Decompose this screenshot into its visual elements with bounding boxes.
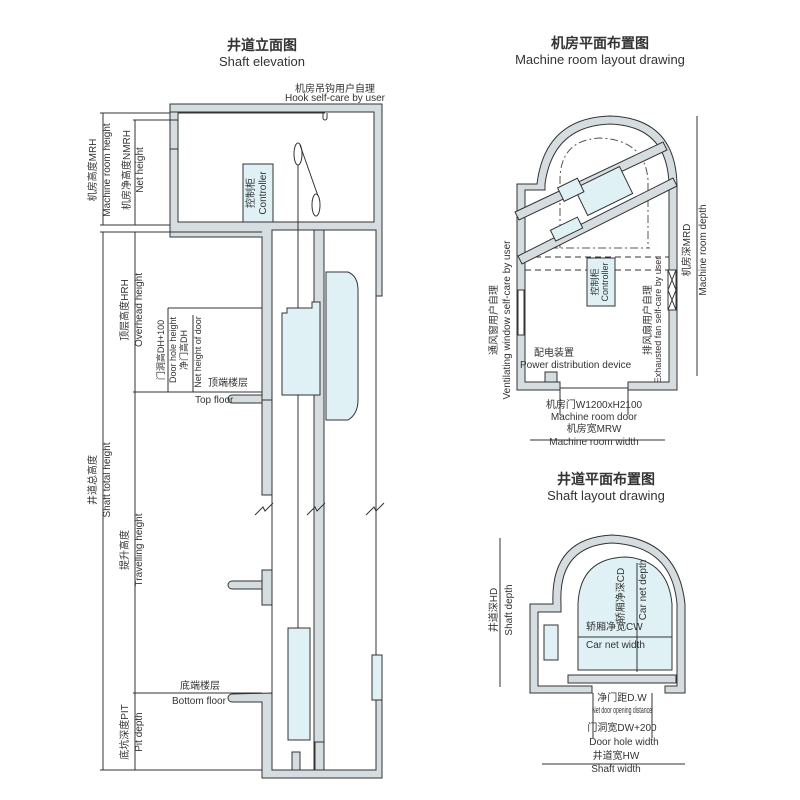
sheave-swing-envelope: [559, 137, 649, 248]
exhaust-fan: [667, 269, 677, 311]
controller-label-cn: 控制柜: [244, 178, 257, 208]
hd-cn: 井道深HD: [487, 588, 500, 632]
shaft-layout: 井道平面布置图 Shaft layout drawing 轿厢净深CD Car …: [487, 471, 686, 775]
dhw-cn: 门洞宽DW+200: [587, 721, 657, 734]
rope: [299, 144, 319, 197]
machine-room-wall-stub: [169, 111, 179, 150]
hw-en: Shaft width: [591, 764, 640, 775]
machine-beam: [517, 177, 678, 265]
hrh-cn: 顶层高度HRH: [118, 279, 131, 341]
bottom-floor-cn: 底端楼层: [180, 679, 220, 692]
mr-controller-en: Controller: [600, 262, 610, 301]
ndh-cn: 净门高DH: [178, 330, 189, 370]
nmrh-en: Net height: [135, 147, 146, 193]
mrw-cn: 机房宽MRW: [567, 422, 622, 435]
dh-en: Door hole height: [168, 316, 178, 383]
shaft-left-wall-mid: [261, 569, 273, 606]
car-plan: [577, 556, 673, 671]
break-mark: [254, 502, 274, 516]
travel-height-en: Travelling height: [134, 513, 145, 586]
cd-en: Car net depth: [638, 560, 649, 621]
mrh-cn: 机房高度MRH: [86, 139, 99, 202]
mrd-cn: 机房深MRD: [680, 224, 693, 277]
dhw-en: Door hole width: [589, 737, 658, 748]
travel-height-cn: 提升高度: [118, 530, 131, 570]
shaft-layout-title-cn: 井道平面布置图: [557, 471, 655, 487]
dh-cn: 门洞高DH+100: [155, 320, 166, 380]
shaft-elevation-title-en: Shaft elevation: [219, 54, 305, 69]
car-sill: [567, 674, 677, 684]
total-height-en: Shaft total height: [102, 442, 113, 517]
car-door: [325, 271, 359, 421]
hook-label-cn: 机房吊钩用户自理: [295, 82, 375, 95]
controller-label-en: Controller: [258, 171, 269, 215]
pit-buffer: [314, 741, 325, 771]
machine-room-title-en: Machine room layout drawing: [515, 52, 685, 67]
hook-icon: [322, 113, 328, 121]
pit-en: Pit depth: [134, 712, 145, 751]
top-floor-slab: [227, 394, 263, 404]
top-floor-en: Top floor: [195, 395, 234, 406]
mr-door-cn: 机房门W1200xH2100: [546, 398, 643, 411]
mrh-en: Machine room height: [102, 123, 113, 217]
cw-cn: 轿厢净宽CW: [586, 620, 643, 633]
break-mark: [365, 502, 385, 516]
window-cn: 通风窗用户自理: [487, 285, 500, 355]
shaft-elevation: 井道立面图 Shaft elevation 机房吊钩用户自理 Hook self…: [86, 37, 386, 779]
shaft-left-wall-upper: [261, 399, 273, 496]
shaft-elevation-title-cn: 井道立面图: [227, 37, 297, 53]
machine-room-layout: 机房平面布置图 Machine room layout drawing 控制柜 …: [487, 35, 709, 448]
ndh-en: Net height of door: [193, 316, 203, 388]
window-en: Ventilating window self-care by user: [502, 240, 513, 400]
dw-cn: 净门距D.W: [597, 691, 647, 704]
counterweight-plan: [543, 624, 559, 661]
top-floor-cn: 顶端楼层: [208, 376, 248, 389]
shaft-layout-title-en: Shaft layout drawing: [547, 488, 665, 503]
fan-en: Exhausted fan self-care by user: [653, 257, 663, 384]
power-distribution-box: [544, 371, 558, 383]
pit-cn: 底坑深度PIT: [118, 704, 131, 760]
controller-cabinet-plan: [586, 257, 616, 307]
dw-en: Net door opening distance: [592, 705, 652, 715]
elevator-car: [281, 301, 321, 396]
deflector-sheave: [311, 193, 321, 217]
fan-icon: [667, 269, 677, 311]
mrw-en: Machine room width: [549, 437, 638, 448]
bottom-floor-en: Bottom floor: [172, 696, 227, 707]
nmrh-cn: 机房净高度NMRH: [120, 130, 133, 210]
pit-buffer: [291, 751, 301, 771]
cw-en: Car net width: [586, 640, 645, 651]
total-height-cn: 井道总高度: [86, 455, 99, 505]
shaft-plan-wall: [529, 534, 686, 694]
cd-cn: 轿厢净深CD: [614, 568, 627, 622]
mrd-en: Machine room depth: [698, 204, 709, 295]
power-cn: 配电装置: [534, 346, 574, 359]
fan-cn: 排风扇用户自理: [641, 285, 654, 355]
hook-label-en: Hook self-care by user: [285, 93, 386, 104]
ventilating-window: [517, 289, 525, 336]
machine-room-wall: [169, 103, 383, 401]
mr-door-en: Machine room door: [551, 412, 638, 423]
hrh-en: Overhead height: [134, 273, 145, 347]
middle-floor-slab: [227, 580, 263, 590]
dimension-lines: [100, 112, 262, 771]
controller-cabinet: [242, 163, 274, 223]
hd-en: Shaft depth: [504, 584, 515, 635]
machine-room-title-cn: 机房平面布置图: [551, 35, 649, 51]
power-en: Power distribution device: [520, 360, 632, 371]
counterweight: [287, 627, 311, 741]
traction-machine: [549, 165, 634, 242]
mr-controller-cn: 控制柜: [589, 268, 600, 295]
buffer-rope-tensioner: [371, 654, 383, 701]
hw-cn: 井道宽HW: [593, 749, 640, 762]
break-mark: [306, 502, 326, 516]
